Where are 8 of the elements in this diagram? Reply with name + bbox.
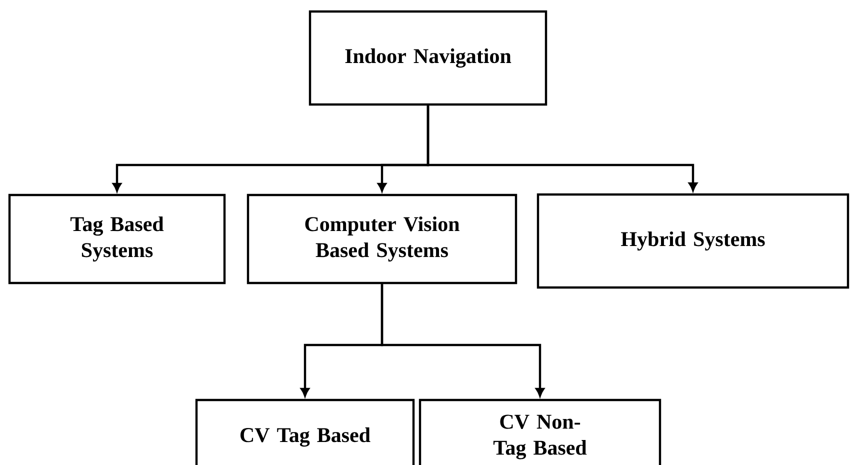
- category-box: Indoor Navigation: [308, 10, 548, 106]
- category-box: Computer Vision Based Systems: [246, 194, 518, 284]
- arrow: [426, 106, 698, 192]
- category-box: Hybrid Systems: [536, 193, 850, 289]
- category-box: CV Non-Tag Based: [418, 398, 662, 465]
- category-box: CV Tag Based: [195, 398, 415, 465]
- category-box: Tag Based Systems: [8, 194, 226, 284]
- arrow: [380, 284, 544, 397]
